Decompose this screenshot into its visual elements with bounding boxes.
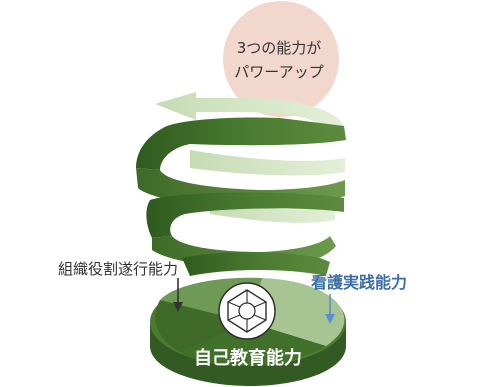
bubble-circle (223, 1, 339, 117)
spiral-back-segments (155, 92, 345, 223)
right-indicator-arrow (325, 294, 335, 324)
label-self-education: 自己教育能力 (194, 348, 302, 369)
bubble-text: 3つの能力が パワーアップ (214, 36, 344, 84)
spiral-arrow-back (155, 92, 344, 128)
left-indicator-arrow (173, 278, 183, 312)
spiral-back-low (210, 198, 335, 223)
disk-left-sector (155, 300, 248, 352)
disk-right-sector (248, 278, 345, 346)
spiral-band-1 (136, 117, 346, 170)
spiral-band-5 (182, 252, 330, 276)
center-emblem-icon (218, 282, 276, 340)
label-nursing-practice: 看護実践能力 (311, 273, 408, 292)
bubble-line-2: パワーアップ (234, 63, 324, 81)
spiral-back-mid (190, 150, 345, 176)
spiral-front-bands (136, 117, 346, 276)
bubble-line-1: 3つの能力が (236, 39, 322, 57)
label-organizational-role: 組織役割遂行能力 (58, 260, 179, 278)
spiral-band-3 (146, 192, 344, 238)
disk-front-sector (180, 322, 326, 366)
